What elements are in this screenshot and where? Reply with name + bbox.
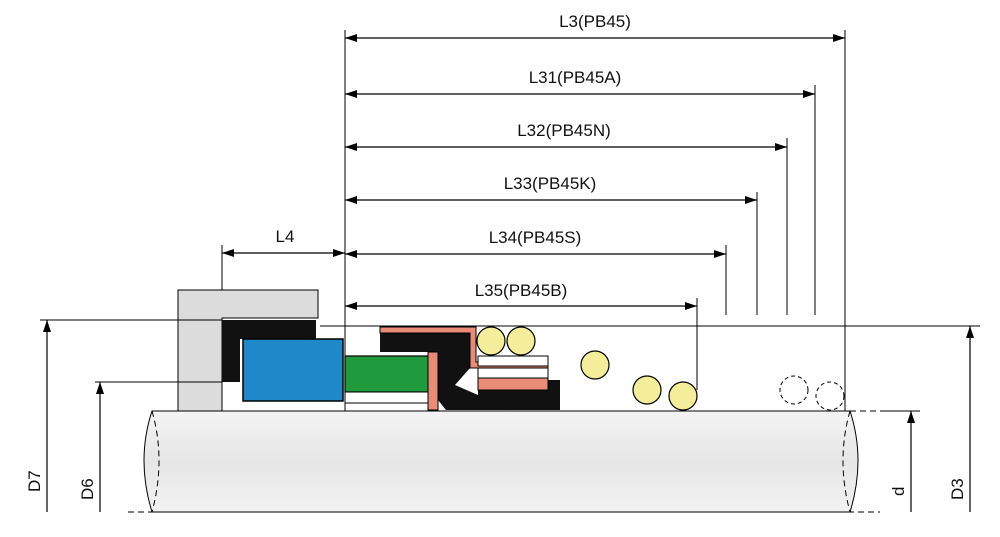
dimension-D6: D6 <box>78 382 104 512</box>
dimension-L4: L4 <box>222 227 345 257</box>
label-D7: D7 <box>25 470 44 492</box>
seat-oring <box>222 320 316 382</box>
retainer <box>379 326 549 391</box>
label-L35: L35(PB45B) <box>475 281 568 300</box>
label-D3: D3 <box>948 478 967 500</box>
label-L31: L31(PB45A) <box>529 68 622 87</box>
label-D6: D6 <box>78 478 97 500</box>
rotating-face <box>344 355 431 393</box>
dimension-L34: L34(PB45S) <box>345 228 726 258</box>
rotating-face-band <box>344 391 431 404</box>
label-L33: L33(PB45K) <box>504 174 597 193</box>
dimension-D7: D7 <box>25 320 51 512</box>
dimension-L3: L3(PB45) <box>345 12 845 42</box>
dimension-D3: D3 <box>948 326 974 512</box>
dimension-L35: L35(PB45B) <box>345 281 697 310</box>
springs <box>476 326 845 411</box>
extension-lines <box>40 30 980 412</box>
dimension-L32: L32(PB45N) <box>345 121 787 151</box>
label-d: d <box>889 487 908 496</box>
dimension-L31: L31(PB45A) <box>345 68 815 98</box>
stationary-seat <box>242 338 344 402</box>
dimension-L33: L33(PB45K) <box>345 174 757 204</box>
label-L34: L34(PB45S) <box>489 228 582 247</box>
label-L4: L4 <box>276 227 295 246</box>
dimension-d: d <box>889 411 915 512</box>
label-L3: L3(PB45) <box>559 12 631 31</box>
label-L32: L32(PB45N) <box>517 121 611 140</box>
shaft <box>128 410 920 513</box>
